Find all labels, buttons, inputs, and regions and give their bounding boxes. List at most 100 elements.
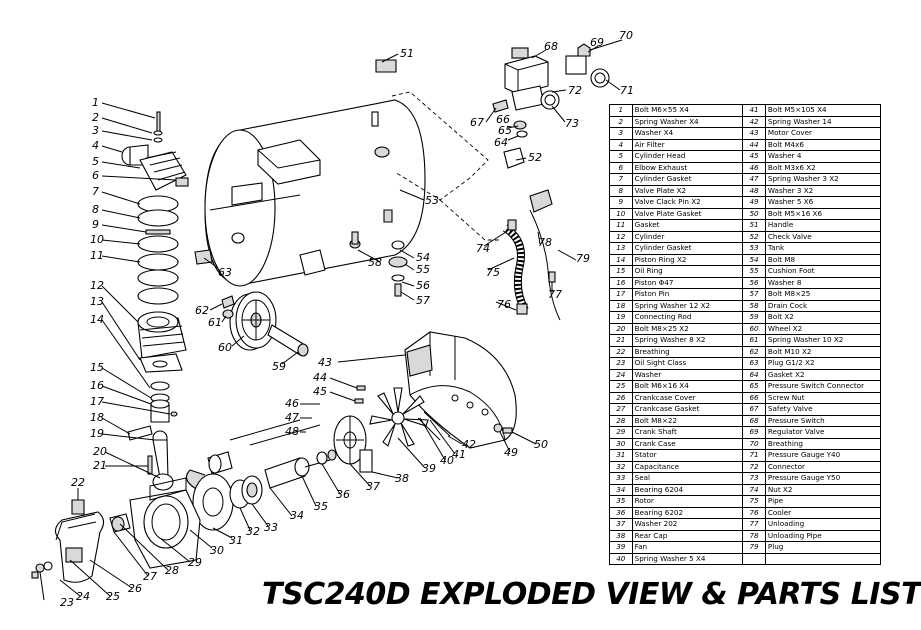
- part-name: Fan: [631, 541, 744, 554]
- part-name: Breathing: [764, 437, 882, 450]
- part-number: 35: [609, 495, 633, 508]
- callout-56: 56: [416, 279, 430, 292]
- fan: [369, 387, 429, 447]
- part-number: 15: [609, 265, 633, 278]
- part-name: Pressure Gauge Y40: [764, 449, 882, 462]
- part-name: Spring Washer 10 X2: [764, 334, 882, 347]
- part-name: Plug G1/2 X2: [764, 357, 882, 370]
- callout-43: 43: [318, 356, 332, 369]
- part-number: 17: [609, 288, 633, 301]
- part-name: Bolt M5×16 X6: [764, 207, 882, 220]
- callout-59: 59: [272, 360, 286, 373]
- part-name: Handle: [764, 219, 882, 232]
- part-name: Bolt M4x6: [764, 138, 882, 151]
- callout-51: 51: [400, 47, 414, 60]
- callout-2: 2: [92, 111, 99, 124]
- callout-65: 65: [498, 124, 512, 137]
- part-number: 61: [742, 334, 766, 347]
- part-number: 37: [609, 518, 633, 531]
- part-name: Valve Plate Gasket: [631, 207, 744, 220]
- callout-31: 31: [229, 534, 243, 547]
- part-name: Bolt X2: [764, 311, 882, 324]
- part-number: 73: [742, 472, 766, 485]
- callout-35: 35: [314, 500, 328, 513]
- part-name: Spring Washer 5 X4: [631, 552, 744, 565]
- part-name: Washer X4: [631, 127, 744, 140]
- callout-22: 22: [71, 476, 85, 489]
- part-name: Spring Washer 14: [764, 115, 882, 128]
- callout-78: 78: [538, 236, 552, 249]
- part-name: Unloading Pipe: [764, 529, 882, 542]
- callout-30: 30: [210, 544, 224, 557]
- part-number: 56: [742, 276, 766, 289]
- part-number: 78: [742, 529, 766, 542]
- callout-19: 19: [90, 427, 104, 440]
- part-number: 7: [609, 173, 633, 186]
- part-name: Bolt M8: [764, 253, 882, 266]
- part-name: Safety Valve: [764, 403, 882, 416]
- part-number: 76: [742, 506, 766, 519]
- callout-12: 12: [90, 279, 104, 292]
- callout-77: 77: [548, 288, 562, 301]
- part-name: Bolt M6×55 X4: [631, 104, 744, 117]
- callout-63: 63: [218, 266, 232, 279]
- part-number: 38: [609, 529, 633, 542]
- part-name: Check Valve: [764, 230, 882, 243]
- callout-27: 27: [143, 570, 157, 583]
- part-number: 20: [609, 322, 633, 335]
- part-name: Air Filter: [631, 138, 744, 151]
- part-number: 25: [609, 380, 633, 393]
- part-number: 27: [609, 403, 633, 416]
- part-name: Pressure Switch: [764, 414, 882, 427]
- part-number: [742, 552, 766, 565]
- pump-head-stack: [121, 111, 189, 491]
- callout-6: 6: [92, 169, 99, 182]
- part-number: 14: [609, 253, 633, 266]
- part-number: 39: [609, 541, 633, 554]
- part-name: Washer 202: [631, 518, 744, 531]
- part-name: Piston Ring X2: [631, 253, 744, 266]
- callout-47: 47: [285, 411, 299, 424]
- part-number: 8: [609, 184, 633, 197]
- callout-labels: 1 2 3 4 5 6 7 8 9 10 11 12 13 14 15 16 1…: [60, 29, 634, 609]
- part-name: Cylinder Gasket: [631, 173, 744, 186]
- callout-39: 39: [422, 462, 436, 475]
- callout-50: 50: [534, 438, 548, 451]
- callout-52: 52: [528, 151, 542, 164]
- callout-32: 32: [246, 525, 260, 538]
- callout-66: 66: [496, 113, 510, 126]
- part-number: 1: [609, 104, 633, 117]
- callout-72: 72: [568, 84, 582, 97]
- part-number: 71: [742, 449, 766, 462]
- part-name: Motor Cover: [764, 127, 882, 140]
- callout-24: 24: [76, 590, 90, 603]
- part-name: Crank Shaft: [631, 426, 744, 439]
- part-number: 23: [609, 357, 633, 370]
- part-name: Rotor: [631, 495, 744, 508]
- part-name: Pressure Switch Connector: [764, 380, 882, 393]
- part-name: Elbow Exhaust: [631, 161, 744, 174]
- part-name: Piston Pin: [631, 288, 744, 301]
- part-number: 63: [742, 357, 766, 370]
- callout-26: 26: [128, 582, 142, 595]
- part-name: Tank: [764, 242, 882, 255]
- callout-21: 21: [93, 459, 107, 472]
- part-name: Gasket X2: [764, 368, 882, 381]
- part-number: 50: [742, 207, 766, 220]
- callout-8: 8: [92, 203, 99, 216]
